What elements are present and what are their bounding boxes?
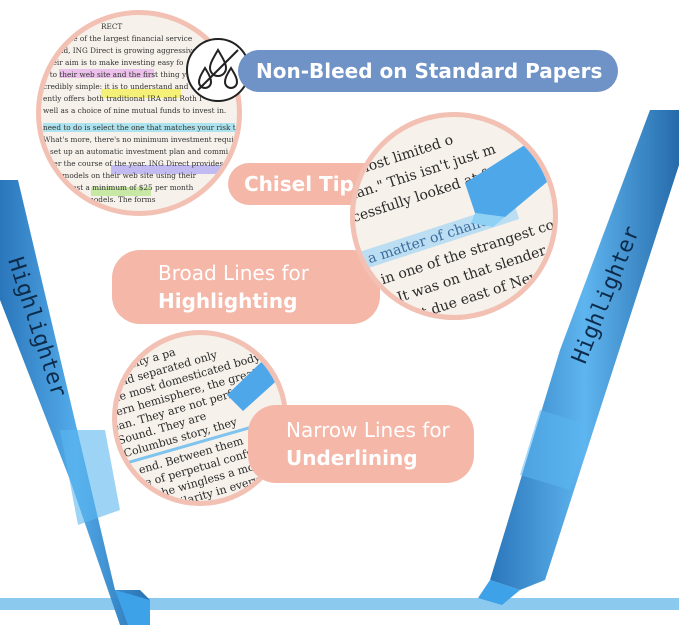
feature-chisel-tip-label: Chisel Tip <box>244 172 354 196</box>
chisel-tip-closeup-circle: most limited o man." This isn't just m c… <box>350 112 558 320</box>
feature-broad-lines-line1: Broad Lines for <box>158 261 310 285</box>
feature-narrow-lines-line2: Underlining <box>286 446 418 470</box>
sample-line: credibly simple: it is to understand and… <box>43 82 203 91</box>
ink-line <box>0 598 679 610</box>
sample-line: world, ING Direct is growing aggressive <box>47 46 197 55</box>
sample-text-circle-non-bleed: RECT by one of the largest financial ser… <box>36 10 242 216</box>
feature-narrow-lines-line1: Narrow Lines for <box>286 418 450 442</box>
sample-line: by one of the largest financial service <box>53 34 192 43</box>
left-highlighter-marker: Highlighter <box>0 180 150 625</box>
sample-line: RECT <box>101 22 122 31</box>
sample-line: Their aim is to make investing easy fo <box>43 58 184 67</box>
feature-narrow-lines: Narrow Lines for Underlining <box>248 405 474 483</box>
right-highlighter-marker: Highlighter <box>478 110 679 605</box>
sample-line: u set up an automatic investment plan an… <box>43 147 229 156</box>
sample-line: over the course of the year. ING Direct … <box>45 159 224 168</box>
feature-non-bleed-label: Non-Bleed on Standard Papers <box>256 59 603 83</box>
feature-non-bleed: Non-Bleed on Standard Papers <box>238 50 618 92</box>
feature-broad-lines-line2: Highlighting <box>158 289 298 313</box>
sample-line: invest a minimum of $25 per month <box>61 183 194 192</box>
sample-line: What's more, there's no minimum investme… <box>43 135 237 144</box>
sample-line: models. The forms <box>87 195 156 204</box>
sample-line: o to their web site and the first thing … <box>43 70 195 79</box>
sample-line: well as a choice of nine mutual funds to… <box>43 106 226 115</box>
sample-line: on models on their web site using their <box>51 171 197 180</box>
feature-broad-lines: Broad Lines for Highlighting <box>112 250 380 324</box>
sample-line: ently offers both traditional IRA and Ro… <box>43 94 202 103</box>
sample-line: need to do is select the one that matche… <box>43 123 237 132</box>
